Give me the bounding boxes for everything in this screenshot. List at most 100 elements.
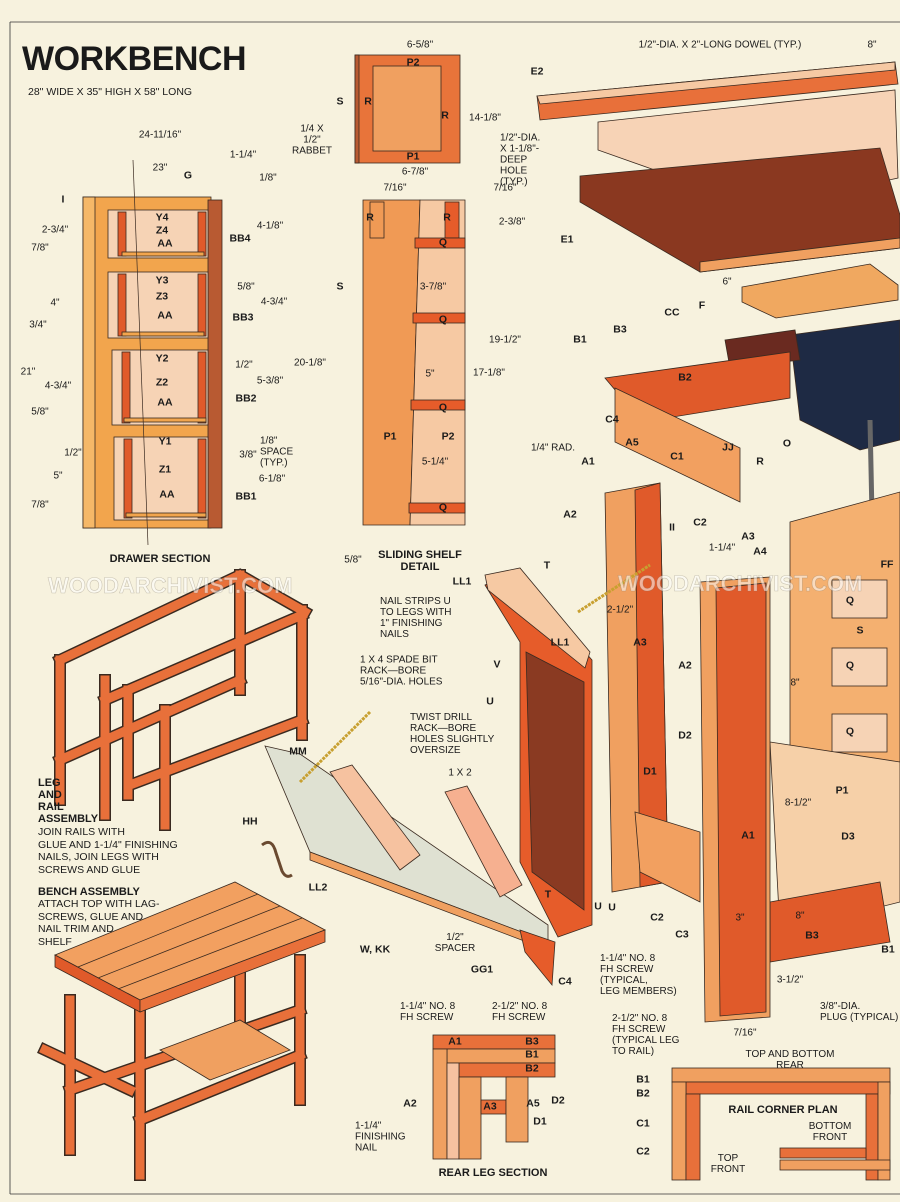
rack-callout-label: C4 [558, 975, 572, 988]
bench-assembly-text: ATTACH TOP WITH LAG- SCREWS, GLUE AND NA… [38, 898, 160, 948]
rear-leg-callout-label: D2 [551, 1094, 565, 1107]
bench-callout-label: 8" [867, 39, 877, 51]
drawer-callout-label: Z1 [158, 463, 172, 476]
rail-corner-callout-label: 3-1/2" [776, 974, 804, 986]
bench-callout-label: B3 [613, 323, 627, 336]
drawer-callout-label: I [61, 193, 65, 206]
bench-callout-label: A3 [741, 530, 755, 543]
shelf-callout-label: 6-7/8" [401, 166, 429, 178]
bench-callout-label: 6" [722, 276, 732, 288]
shelf-callout-label: 6-5/8" [406, 39, 434, 51]
drawer-callout-label: G [183, 169, 193, 182]
drawer-callout-label: BB1 [235, 490, 257, 503]
rear-leg-callout-label: 1-1/4" NO. 8 FH SCREW [400, 1001, 456, 1023]
bench-callout-label: B1 [573, 333, 587, 346]
shelf-callout-label: 5" [425, 368, 435, 380]
drawer-callout-label: 1-1/4" [229, 149, 257, 161]
drawer-callout-label: 5/8" [237, 281, 255, 293]
leg-rail-assembly-text: JOIN RAILS WITH GLUE AND 1-1/4" FINISHIN… [38, 826, 178, 876]
bench-callout-label: C2 [650, 911, 664, 924]
bench-callout-label: 1/2"-DIA. X 1-1/8"- DEEP HOLE (TYP.) [500, 132, 541, 188]
bench-callout-label: C1 [670, 450, 684, 463]
rack-callout-label: MM [289, 745, 307, 758]
shelf-callout-label: R [366, 211, 374, 224]
bench-callout-label: Q [845, 594, 855, 607]
bench-callout-label: B2 [678, 371, 692, 384]
bench-callout-label: A4 [753, 545, 767, 558]
drawer-callout-label: Z2 [155, 376, 169, 389]
bench-callout-label: D2 [678, 729, 692, 742]
bench-callout-label: A1 [741, 829, 755, 842]
bench-callout-label: Q [845, 659, 855, 672]
drawer-callout-label: 5/8" [31, 406, 49, 418]
bench-callout-label: E1 [560, 233, 574, 246]
drawer-callout-label: 6-1/8" [258, 473, 286, 485]
bench-callout-label: 3" [735, 912, 745, 924]
rear-leg-callout-label: A5 [526, 1097, 540, 1110]
bench-callout-label: CC [664, 306, 680, 319]
rail-corner-callout-label: B2 [636, 1087, 650, 1100]
shelf-callout-label: P1 [383, 430, 397, 443]
rack-callout-label: V [493, 658, 501, 671]
rear-leg-callout-label: A2 [403, 1097, 417, 1110]
drawer-callout-label: 3/8" [239, 449, 257, 461]
shelf-callout-label: 5-1/4" [421, 456, 449, 468]
drawer-callout-label: 7/8" [31, 499, 49, 511]
drawer-callout-label: 1/8" SPACE (TYP.) [260, 435, 294, 469]
watermark: WOODARCHIVIST.COM [618, 571, 863, 596]
bench-callout-label: A5 [625, 436, 639, 449]
drawer-section-caption: DRAWER SECTION [109, 553, 211, 565]
rack-callout-label: 1 X 4 SPADE BIT RACK—BORE 5/16"-DIA. HOL… [360, 654, 443, 688]
rear-leg-callout-label: B2 [525, 1062, 539, 1075]
rail-corner-callout-label: BOTTOM FRONT [808, 1121, 852, 1143]
page-title: WORKBENCH [22, 40, 247, 78]
shelf-callout-label: Q [438, 236, 448, 249]
rack-callout-label: LL1 [452, 575, 472, 588]
rail-corner-callout-label: C1 [636, 1117, 650, 1130]
rail-corner-callout-label: TOP FRONT [710, 1153, 746, 1175]
watermark: WOODARCHIVIST.COM [48, 573, 293, 598]
sliding-shelf-caption: SLIDING SHELF DETAIL [378, 549, 462, 573]
shelf-callout-label: P2 [406, 56, 420, 69]
tool-rack-drawing [261, 563, 651, 987]
rack-callout-label: 1/2" SPACER [434, 932, 476, 954]
page-subtitle: 28" WIDE X 35" HIGH X 58" LONG [28, 86, 193, 98]
sliding-shelf-drawing [354, 54, 466, 526]
drawer-callout-label: 24-11/16" [138, 129, 182, 141]
rack-callout-label: NAIL STRIPS U TO LEGS WITH 1" FINISHING … [380, 596, 452, 640]
drawer-callout-label: BB4 [229, 232, 251, 245]
rack-callout-label: TWIST DRILL RACK—BORE HOLES SLIGHTLY OVE… [410, 712, 495, 756]
drawer-callout-label: BB3 [232, 311, 254, 324]
rail-corner-callout-label: 3/8"-DIA. PLUG (TYPICAL) [820, 1001, 899, 1023]
bench-callout-label: C2 [693, 516, 707, 529]
leg-rail-assembly-drawing [52, 568, 314, 831]
bench-callout-label: 8" [790, 677, 800, 689]
bench-callout-label: D3 [841, 830, 855, 843]
rear-leg-callout-label: 2-1/2" NO. 8 FH SCREW [492, 1001, 548, 1023]
drawer-callout-label: BB2 [235, 392, 257, 405]
rear-leg-callout-label: D1 [533, 1115, 547, 1128]
bench-callout-label: 1-1/4" [708, 542, 736, 554]
rack-callout-label: U [594, 900, 602, 913]
drawer-callout-label: AA [157, 309, 173, 322]
bench-exploded-drawing [536, 61, 900, 1023]
drawer-callout-label: Y4 [155, 211, 169, 224]
bench-callout-label: 2-1/2" [606, 604, 634, 616]
bench-callout-label: 8" [795, 910, 805, 922]
shelf-callout-label: 1/4 X 1/2" RABBET [291, 123, 333, 157]
rail-corner-callout-label: 1-1/4" NO. 8 FH SCREW (TYPICAL, LEG MEMB… [600, 953, 677, 997]
shelf-callout-label: 17-1/8" [473, 367, 505, 379]
bench-callout-label: E2 [530, 65, 544, 78]
drawer-callout-label: 1/2" [235, 359, 253, 371]
drawer-callout-label: AA [159, 488, 175, 501]
drawer-callout-label: 1/2" [64, 447, 82, 459]
drawer-callout-label: Y1 [158, 435, 172, 448]
rack-callout-label: U [486, 695, 494, 708]
rack-callout-label: HH [242, 815, 258, 828]
drawer-callout-label: 23" [152, 162, 168, 174]
shelf-callout-label: S [336, 95, 344, 108]
bench-callout-label: D1 [643, 765, 657, 778]
drawer-callout-label: 1/8" [259, 172, 277, 184]
drawer-callout-label: 2-3/4" [41, 224, 69, 236]
